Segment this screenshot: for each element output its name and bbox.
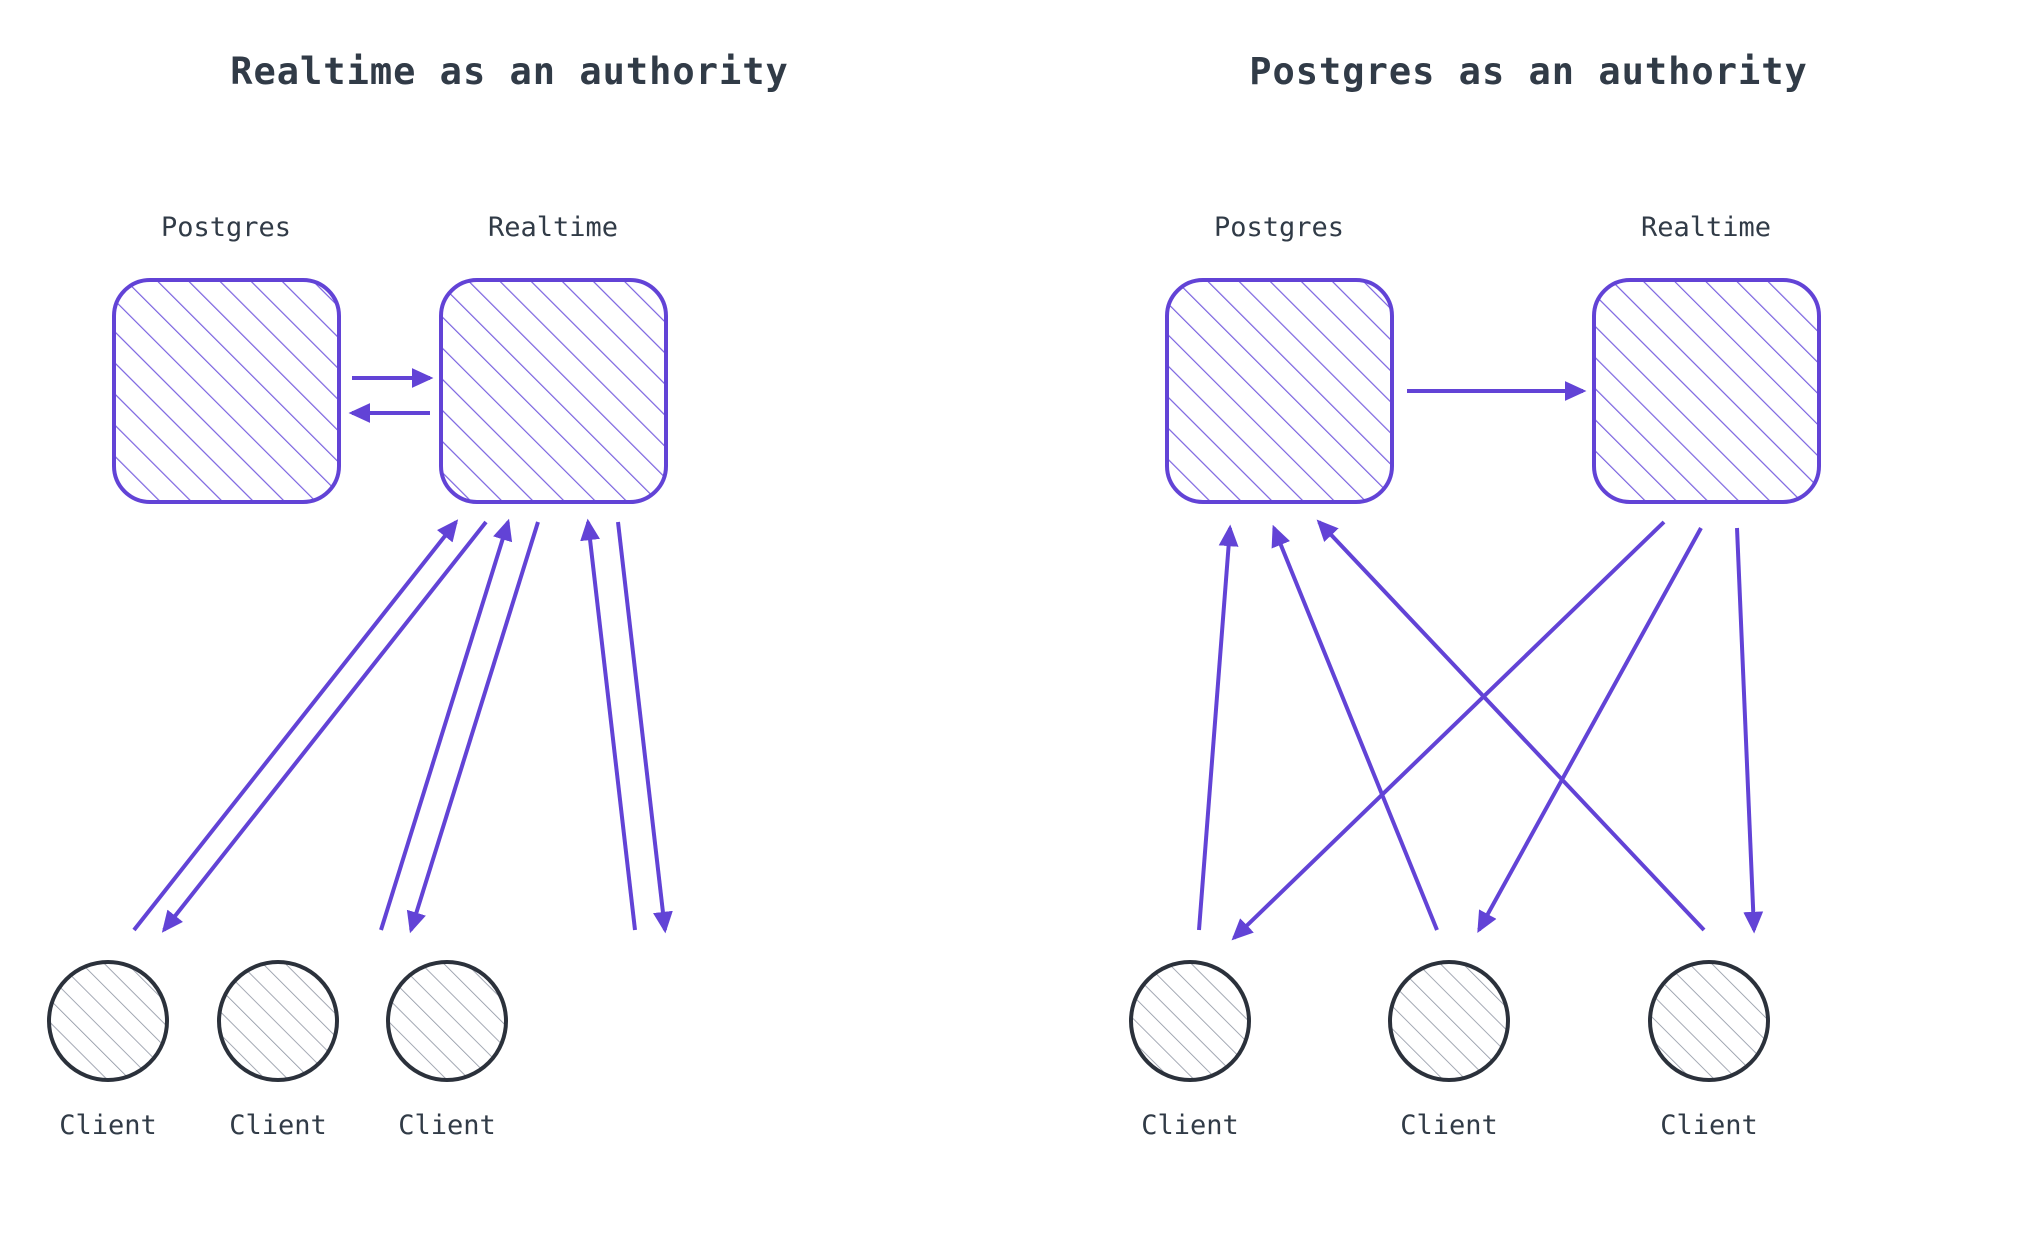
edge-realtime-to-client1 — [161, 520, 488, 933]
edge-client1-to-postgres — [1197, 524, 1239, 931]
edge-realtime-to-client2 — [1477, 527, 1703, 934]
node-client-3-circle — [1648, 960, 1770, 1082]
edge-realtime-to-client3 — [1735, 527, 1764, 934]
edge-client2-to-postgres — [1271, 524, 1439, 931]
panel-realtime-authority: Realtime as an authority — [47, 50, 789, 1141]
label-realtime-left: Realtime — [487, 212, 619, 243]
edge-client3-to-realtime — [580, 518, 637, 931]
label-client-2-right: Client — [1400, 1110, 1498, 1141]
label-client-3-right: Client — [1660, 1110, 1758, 1141]
node-realtime-box — [439, 278, 668, 504]
label-postgres-right: Postgres — [1213, 212, 1345, 243]
label-client-3-left: Client — [398, 1110, 496, 1141]
node-client-1-circle — [47, 960, 169, 1082]
node-client-1-circle — [1129, 960, 1251, 1082]
node-client-2-circle — [1388, 960, 1510, 1082]
edge-client1-to-realtime — [132, 519, 459, 932]
node-client-2-circle — [217, 960, 339, 1082]
edge-client3-to-postgres — [1316, 519, 1706, 932]
edge-client2-to-realtime — [379, 518, 513, 931]
label-client-1-right: Client — [1141, 1110, 1239, 1141]
panel-title-right: Postgres as an authority — [1249, 50, 1808, 93]
edge-realtime-to-client3 — [616, 521, 673, 934]
node-realtime-box — [1592, 278, 1821, 504]
node-client-3-circle — [386, 960, 508, 1082]
panel-postgres-authority: Postgres as an authority — [1019, 0, 2038, 1234]
edge-realtime-to-client1 — [1231, 520, 1666, 941]
node-postgres-box — [1165, 278, 1394, 504]
panel-title-left: Realtime as an authority — [230, 50, 789, 93]
label-realtime-right: Realtime — [1640, 212, 1772, 243]
edges-right — [1129, 278, 1821, 1082]
edges-left — [47, 278, 673, 1082]
node-postgres-box — [112, 278, 341, 504]
label-client-2-left: Client — [229, 1110, 327, 1141]
label-postgres-left: Postgres — [160, 212, 292, 243]
edge-realtime-to-client2 — [406, 521, 540, 934]
label-client-1-left: Client — [59, 1110, 157, 1141]
